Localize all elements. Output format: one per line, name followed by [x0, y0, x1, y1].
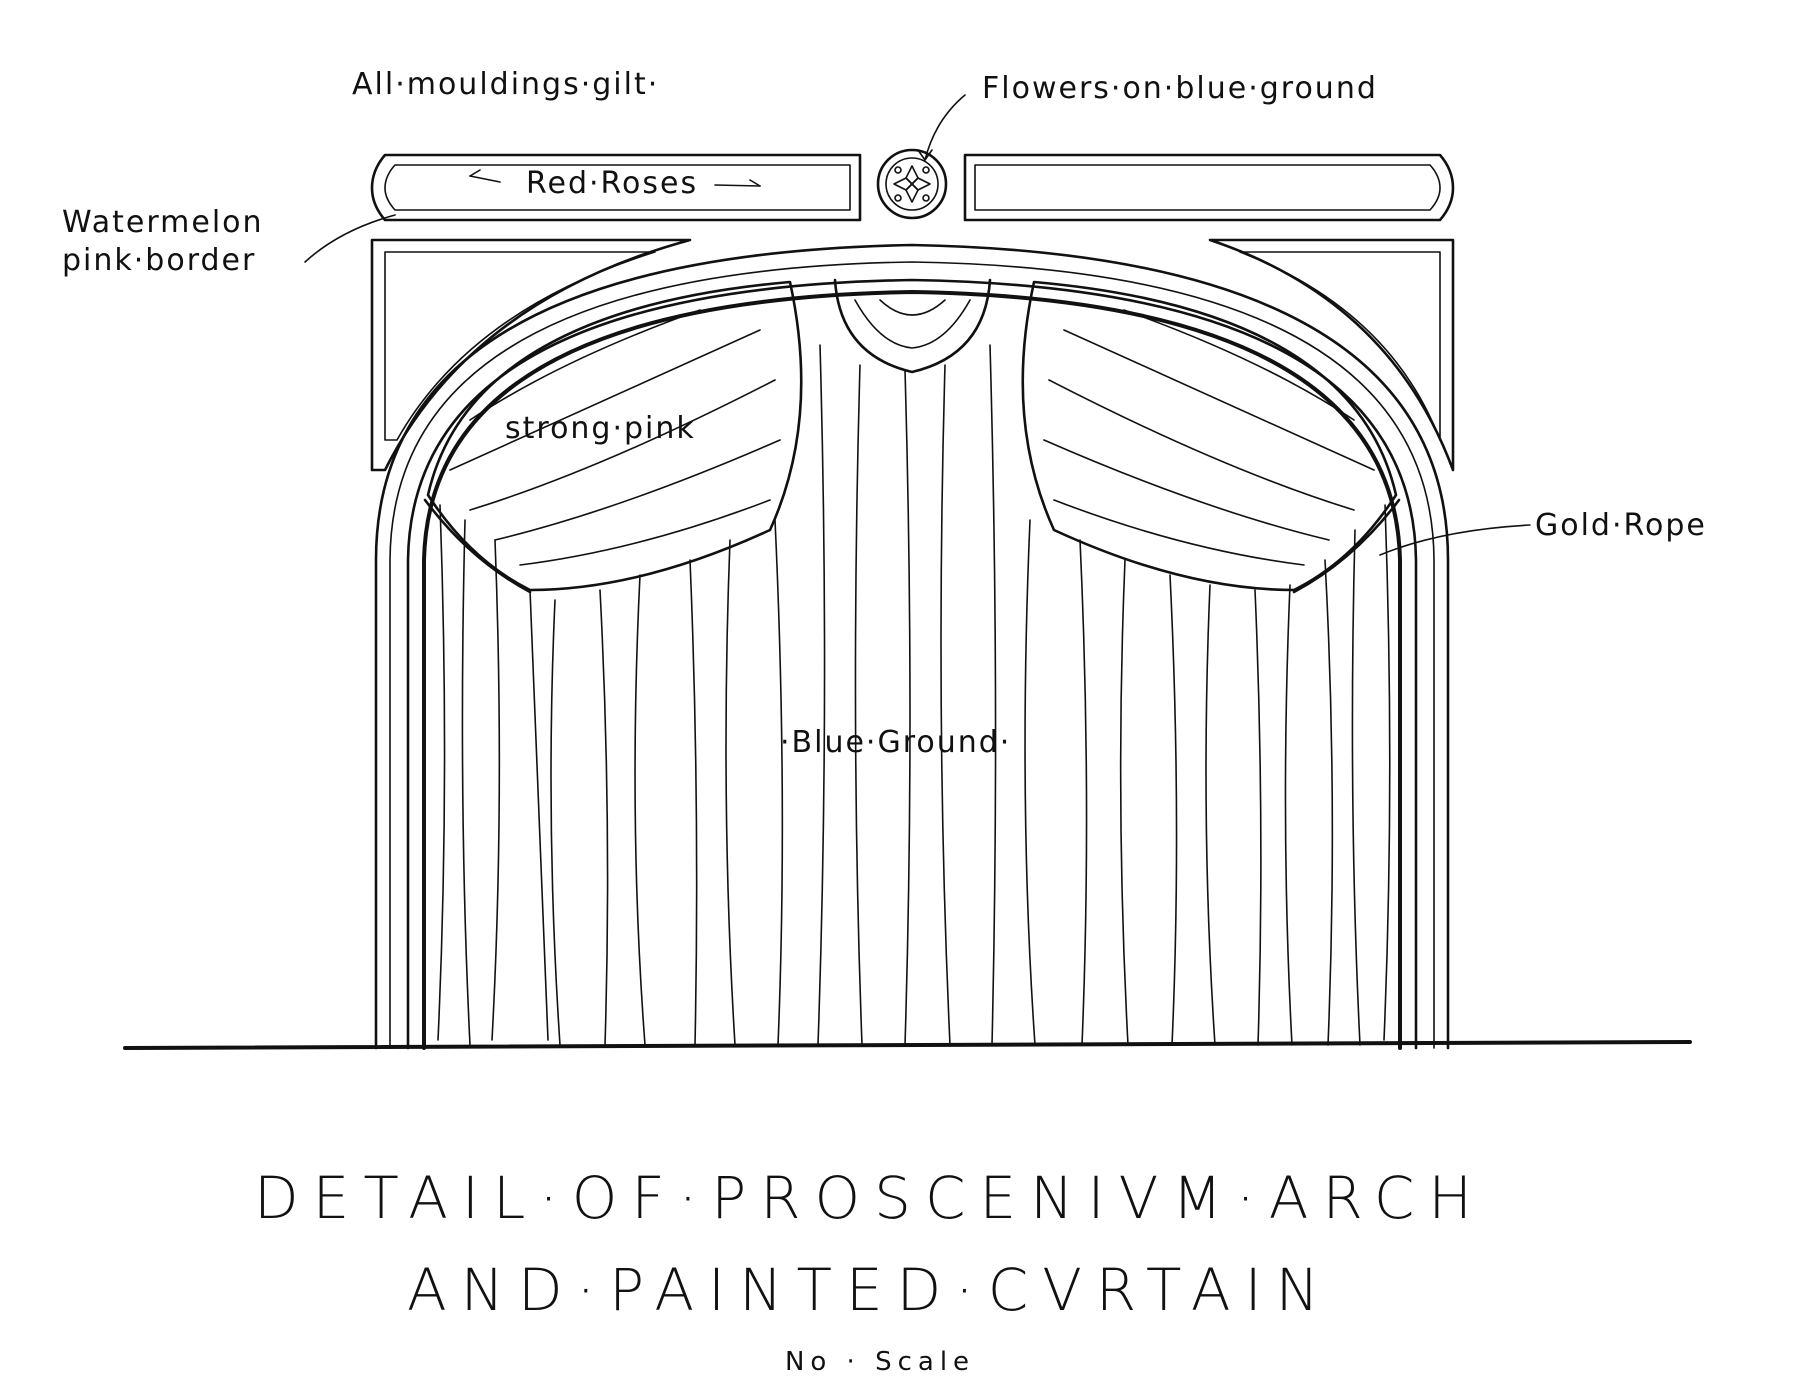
arch-moulding — [374, 243, 1450, 1050]
label-blue-ground: ·Blue·Ground· — [780, 725, 1011, 760]
label-border-line1: Watermelon — [62, 205, 264, 240]
label-border-line2: pink·border — [62, 243, 256, 278]
label-mouldings: All·mouldings·gilt· — [352, 67, 659, 102]
frieze — [370, 148, 1455, 222]
label-strong-pink: strong·pink — [505, 411, 696, 446]
title-line-2: AND·PAINTED·CVRTAIN — [407, 1256, 1333, 1324]
curtain-swags — [426, 278, 1398, 592]
title-line-1: DETAIL·OF·PROSCENIVM·ARCH — [254, 1164, 1486, 1232]
leader-lines — [304, 94, 1531, 556]
label-gold-rope: Gold·Rope — [1535, 508, 1707, 543]
scale-note: No · Scale — [785, 1347, 975, 1377]
label-red-roses: Red·Roses — [526, 166, 698, 201]
gold-rope — [423, 498, 1401, 594]
curtain-folds — [437, 344, 1391, 1046]
title-block: DETAIL·OF·PROSCENIVM·ARCH AND·PAINTED·CV… — [254, 1164, 1486, 1377]
stage-floor-line — [123, 1040, 1692, 1050]
flower-medallion — [876, 148, 948, 220]
label-flowers: Flowers·on·blue·ground — [982, 71, 1378, 106]
annotations: All·mouldings·gilt· Flowers·on·blue·grou… — [62, 67, 1707, 760]
